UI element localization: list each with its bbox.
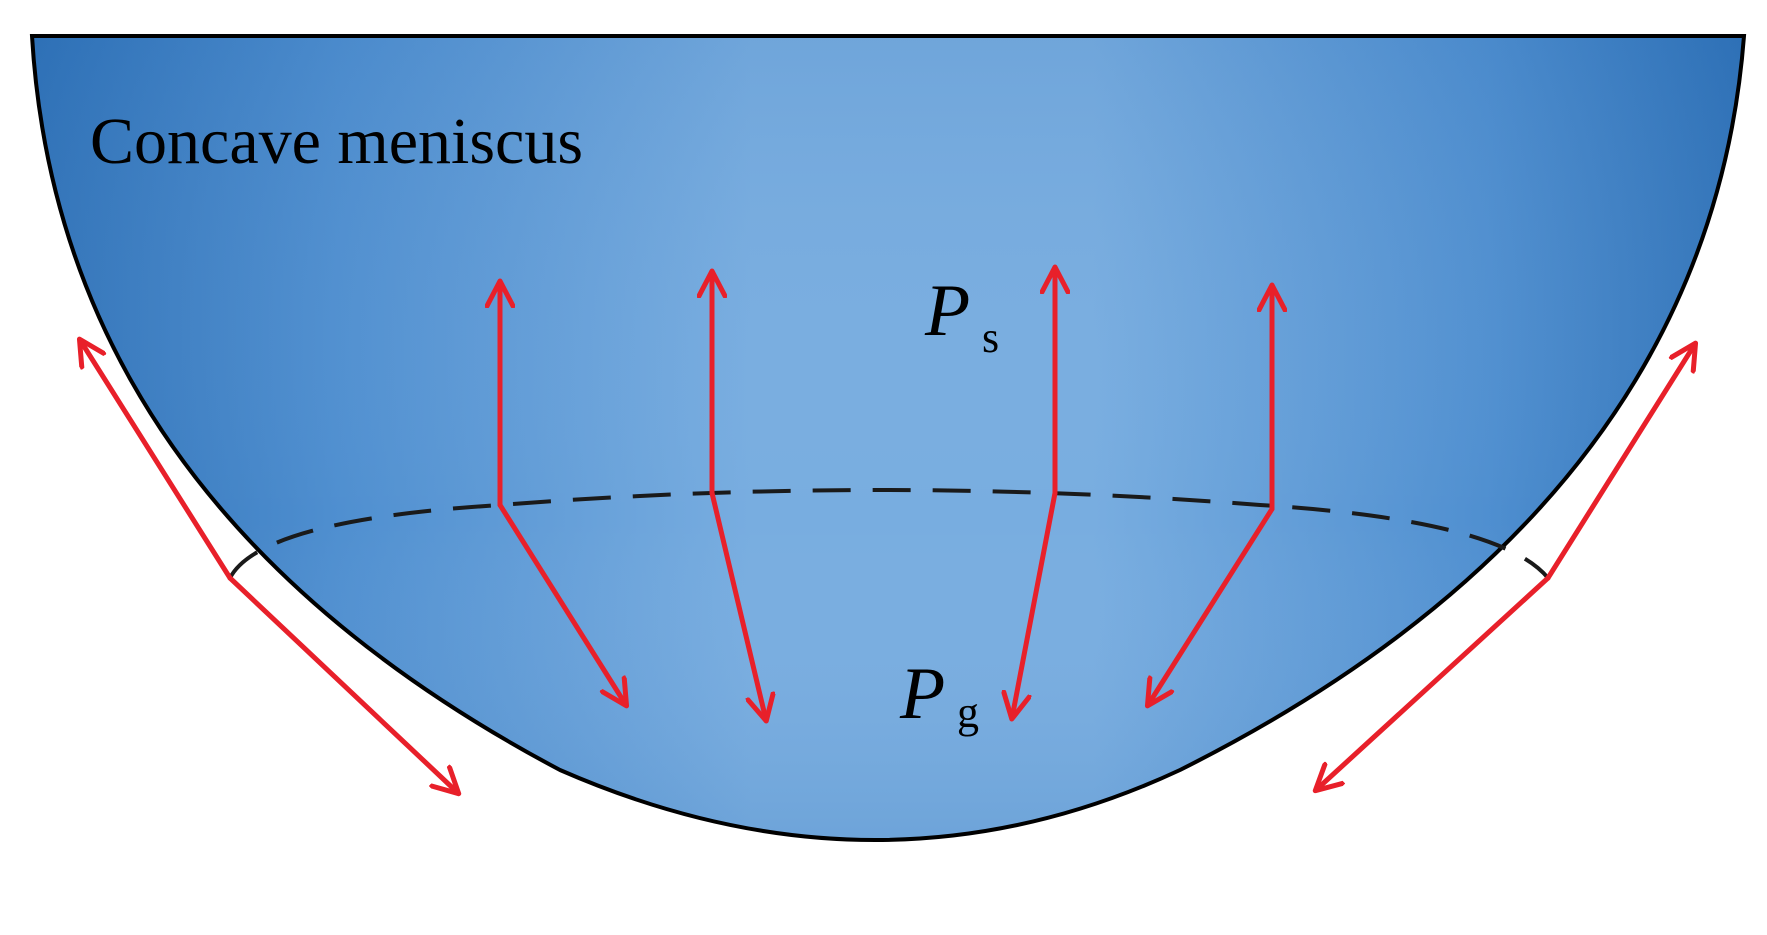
meniscus-liquid-shade [32,36,1744,840]
arrow-3-down [1012,490,1058,718]
arrow-1-down [497,502,626,705]
meniscus-outline [29,34,1747,842]
gravity-pressure-symbol: P [899,653,945,735]
surface-pressure-symbol: P [924,270,970,352]
left-wall-arrow-up [80,340,233,581]
diagram-title: Concave meniscus [90,105,583,178]
contact-line-dashed [228,488,1550,580]
arrow-2-down [709,490,766,720]
gravity-pressure-subscript: g [957,688,979,737]
arrow-4-down [1148,506,1275,705]
right-wall-arrow-down [1316,575,1551,790]
surface-pressure-subscript: s [982,313,999,362]
left-wall-arrow-down [227,575,458,793]
force-arrows [80,268,1695,793]
right-wall-arrow-up [1545,344,1695,581]
